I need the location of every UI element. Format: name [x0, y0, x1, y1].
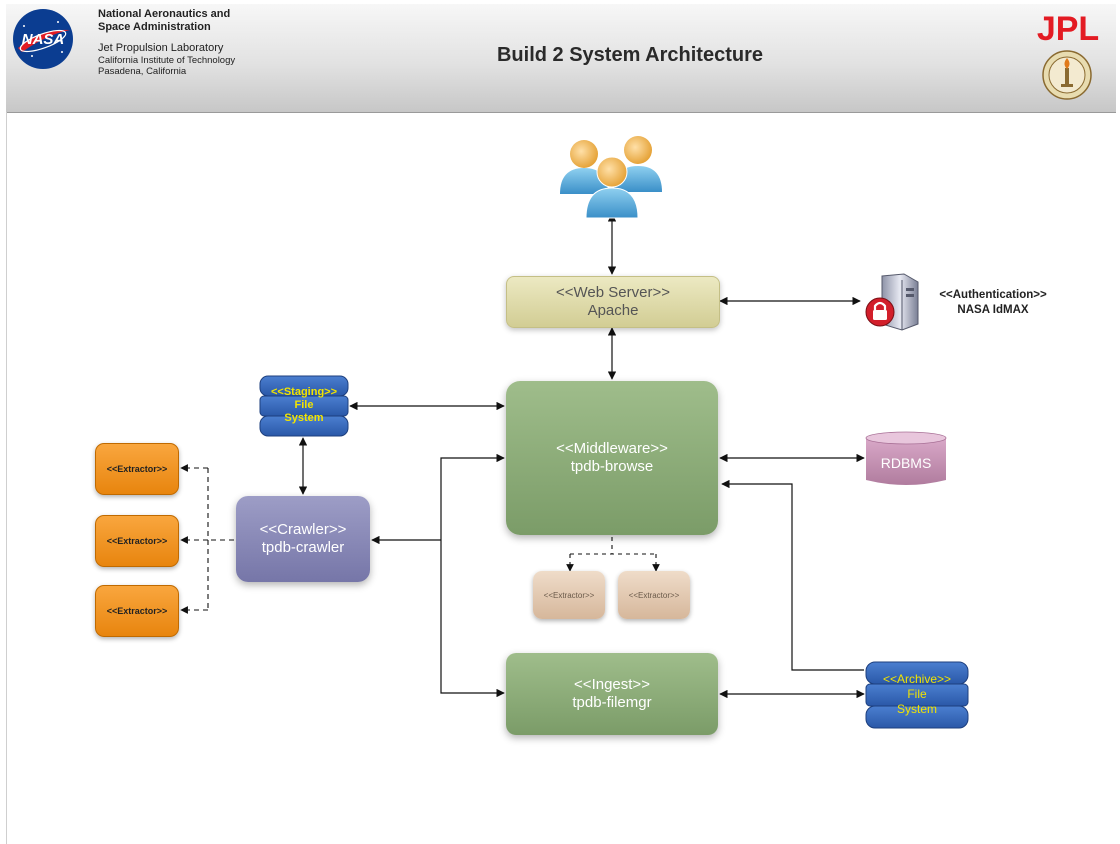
svg-text:JPL: JPL: [1037, 10, 1099, 48]
crawler-middleware-connector: [440, 453, 505, 540]
staging-stereotype: <<Staging>>: [270, 386, 338, 398]
caltech-seal-icon: [1042, 50, 1092, 100]
jpl-logo: JPL: [1037, 10, 1099, 48]
staging-file-system-label: <<Staging>> File System: [258, 386, 350, 425]
crawler-node: <<Crawler>> tpdb-crawler: [236, 496, 370, 582]
page-border-line: [6, 112, 7, 844]
staging-line3: System: [284, 412, 324, 424]
authentication-name: NASA IdMAX: [957, 304, 1029, 316]
archive-middleware-connector: [721, 479, 864, 671]
staging-line2: File: [294, 399, 314, 411]
authentication-stereotype: <<Authentication>>: [939, 289, 1047, 301]
agency-line2: Space Administration: [98, 21, 211, 33]
staging-file-system-icon: [259, 375, 349, 437]
authentication-label: <<Authentication>> NASA IdMAX: [928, 288, 1058, 318]
ingest-stereotype: <<Ingest>>: [574, 676, 650, 693]
extractor-node-2: <<Extractor>>: [95, 515, 179, 567]
archive-line3: System: [896, 702, 937, 716]
archive-line2: File: [907, 687, 927, 701]
extractor-node-3: <<Extractor>>: [95, 585, 179, 637]
middleware-node: <<Middleware>> tpdb-browse: [506, 381, 718, 535]
archive-file-system-icon: [865, 661, 969, 729]
web-server-node: <<Web Server>> Apache: [506, 276, 720, 328]
rdbms-label: RDBMS: [881, 455, 932, 471]
web-server-stereotype: <<Web Server>>: [556, 284, 670, 301]
page-title: Build 2 System Architecture: [496, 44, 763, 66]
middleware-stereotype: <<Middleware>>: [556, 440, 668, 457]
city-line: Pasadena, California: [98, 66, 187, 77]
users-group-icon: [560, 136, 662, 219]
crawler-extractor-connectors: [180, 464, 234, 614]
web-server-name: Apache: [587, 302, 639, 319]
ingest-name: tpdb-filemgr: [572, 694, 652, 711]
archive-file-system-label: <<Archive>> File System: [864, 672, 970, 717]
rdbms-database-icon: RDBMS: [865, 431, 947, 485]
extractor-node-1: <<Extractor>>: [95, 443, 179, 495]
header-bar: [6, 4, 1116, 113]
locked-server-icon: [865, 273, 919, 331]
institute-line: California Institute of Technology: [98, 55, 236, 66]
archive-stereotype: <<Archive>>: [882, 672, 952, 686]
lab-line: Jet Propulsion Laboratory: [98, 42, 224, 54]
ingest-node: <<Ingest>> tpdb-filemgr: [506, 653, 718, 735]
agency-line1: National Aeronautics and: [98, 8, 231, 20]
nasa-logo: NASA: [13, 9, 73, 69]
middleware-extractor-node-1: <<Extractor>>: [533, 571, 605, 619]
agency-block: National Aeronautics and Space Administr…: [98, 8, 235, 77]
crawler-name: tpdb-crawler: [261, 539, 345, 556]
middleware-extractor-connectors: [566, 537, 660, 572]
middleware-extractor-node-2: <<Extractor>>: [618, 571, 690, 619]
svg-text:NASA: NASA: [22, 31, 65, 48]
middleware-name: tpdb-browse: [570, 458, 654, 475]
crawler-stereotype: <<Crawler>>: [259, 521, 347, 538]
crawler-ingest-connector: [440, 540, 505, 698]
